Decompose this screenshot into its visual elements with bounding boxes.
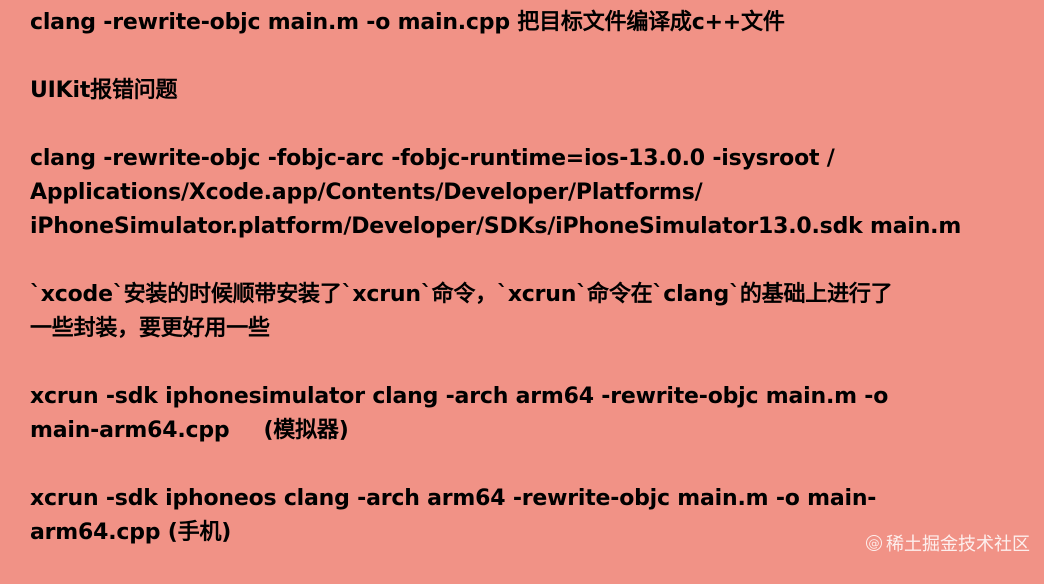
note-paragraph-4: `xcode`安装的时候顺带安装了`xcrun`命令，`xcrun`命令在`cl…	[30, 278, 1030, 346]
watermark: @ 稀土掘金技术社区	[866, 530, 1030, 556]
note-line: `xcode`安装的时候顺带安装了`xcrun`命令，`xcrun`命令在`cl…	[30, 282, 893, 307]
note-line: Applications/Xcode.app/Contents/Develope…	[30, 180, 703, 205]
watermark-text: 稀土掘金技术社区	[886, 534, 1030, 555]
note-paragraph-2: UIKit报错问题	[30, 74, 1030, 108]
note-paragraph-5: xcrun -sdk iphonesimulator clang -arch a…	[30, 380, 1030, 448]
notes-content: clang -rewrite-objc main.m -o main.cpp 把…	[30, 6, 1030, 584]
note-annotation: (模拟器)	[263, 418, 349, 443]
note-paragraph-3: clang -rewrite-objc -fobjc-arc -fobjc-ru…	[30, 142, 1030, 244]
note-line: iPhoneSimulator.platform/Developer/SDKs/…	[30, 214, 962, 239]
note-paragraph-1: clang -rewrite-objc main.m -o main.cpp 把…	[30, 6, 1030, 40]
note-line: clang -rewrite-objc main.m -o main.cpp 把…	[30, 10, 785, 35]
note-line: arm64.cpp (手机)	[30, 520, 232, 545]
at-icon: @	[866, 535, 882, 551]
note-line: main-arm64.cpp (模拟器)	[30, 414, 1030, 448]
note-line: clang -rewrite-objc -fobjc-arc -fobjc-ru…	[30, 146, 835, 171]
note-heading: UIKit报错问题	[30, 78, 178, 103]
note-command: main-arm64.cpp	[30, 418, 230, 443]
note-line: xcrun -sdk iphoneos clang -arch arm64 -r…	[30, 486, 877, 511]
note-line: 一些封装，要更好用一些	[30, 316, 270, 341]
note-paragraph-6: xcrun -sdk iphoneos clang -arch arm64 -r…	[30, 482, 1030, 550]
note-line: xcrun -sdk iphonesimulator clang -arch a…	[30, 384, 889, 409]
